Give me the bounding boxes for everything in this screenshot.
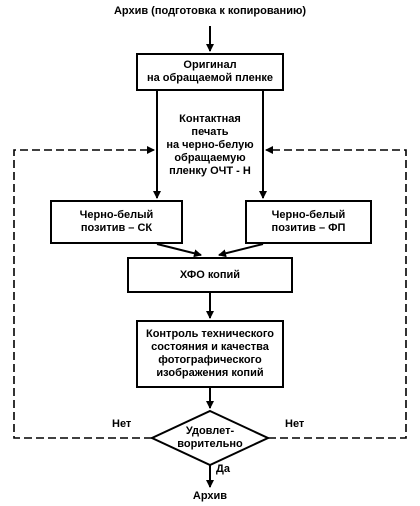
no-label-left: Нет: [112, 418, 132, 430]
hfo-box: ХФО копий: [127, 257, 293, 293]
quality-control-box: Контроль технического состояния и качест…: [136, 320, 284, 388]
no-label-right: Нет: [285, 418, 305, 430]
archive-destination-label: Архив: [192, 490, 228, 502]
feedback-loop-right: [265, 146, 407, 439]
archive-source-label: Архив (подготовка к копированию): [113, 5, 307, 17]
contact-print-label: Контактная печать на черно-белую обращае…: [166, 113, 254, 177]
decision-label: Удовлет- ворительно: [177, 425, 243, 450]
positive-sk-box: Черно-белый позитив – СК: [50, 200, 183, 244]
positive-fp-box: Черно-белый позитив – ФП: [245, 200, 372, 244]
original-box: Оригинал на обращаемой пленке: [136, 53, 284, 91]
arrow-fp-to-hfo: [218, 243, 264, 258]
feedback-loop-left: [13, 146, 155, 439]
yes-label: Да: [216, 463, 230, 475]
arrow-sk-to-hfo: [156, 243, 202, 258]
